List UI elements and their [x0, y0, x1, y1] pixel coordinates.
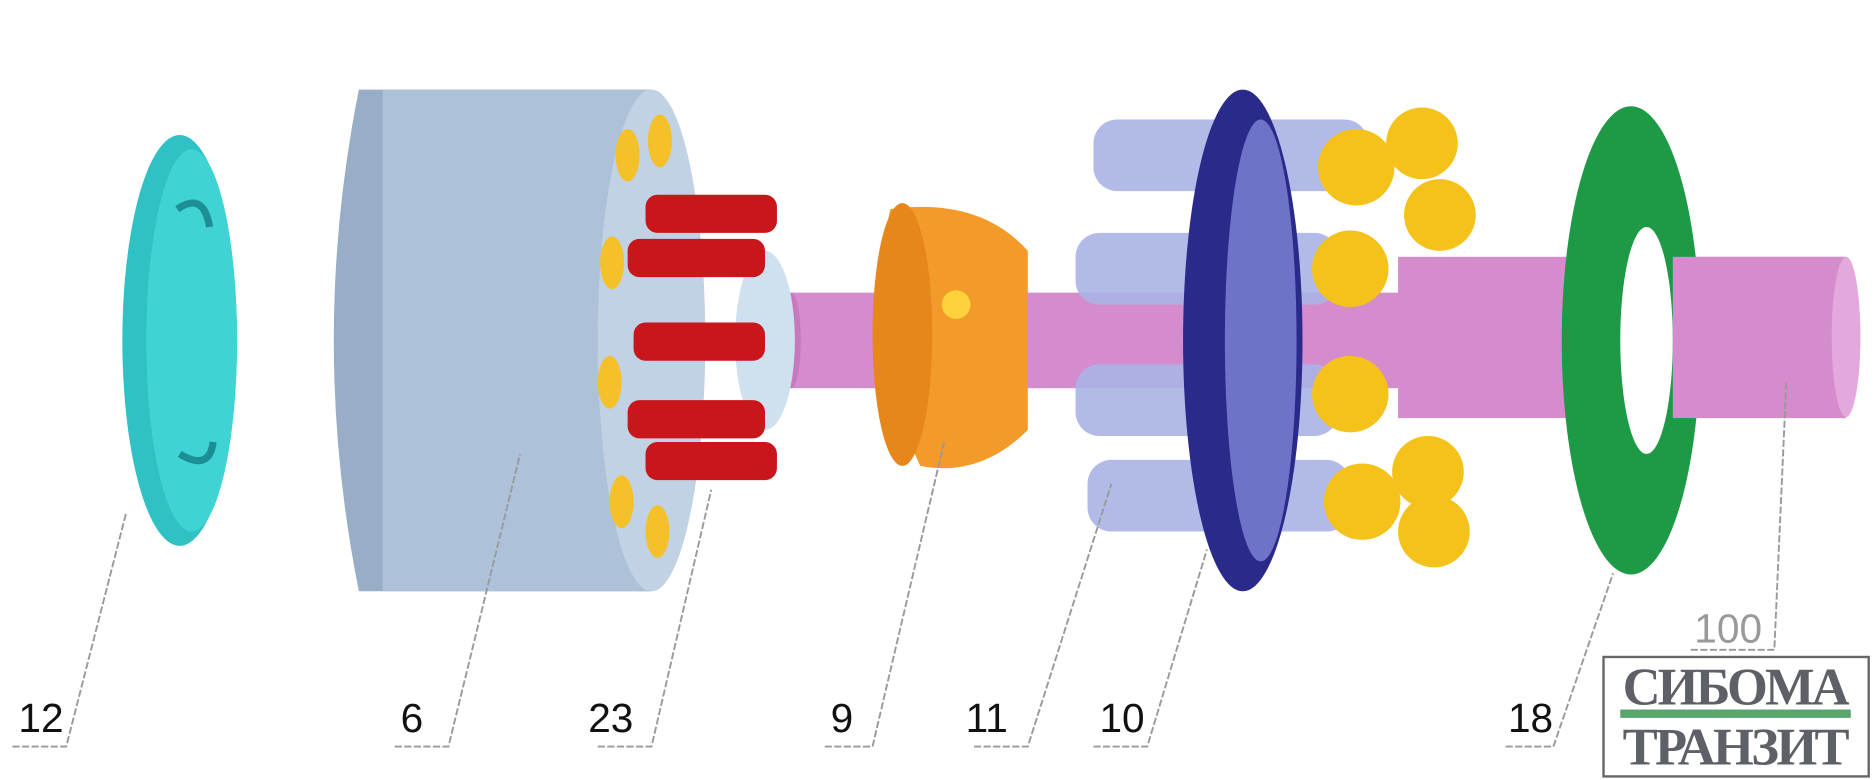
- slippers: [1312, 107, 1476, 568]
- ball-guide-9: [872, 203, 1028, 469]
- valve-plate-12: [122, 134, 238, 546]
- label-23: 23: [588, 695, 633, 741]
- logo-accent-bar: [1620, 709, 1851, 718]
- shaft-end: [1672, 256, 1847, 419]
- springs-23: [627, 194, 777, 481]
- sibomatranzit-logo: СИБОМА ТРАНЗИТ: [1602, 655, 1870, 778]
- logo-line2: ТРАНЗИТ: [1623, 718, 1850, 776]
- ring-18: [1561, 106, 1701, 575]
- label-6: 6: [401, 695, 424, 741]
- label-100: 100: [1694, 606, 1762, 652]
- label-9: 9: [831, 695, 854, 741]
- leader-lines: [12, 382, 1788, 748]
- shaft-end-face: [1831, 256, 1861, 417]
- retainer-plate-10: [1183, 89, 1303, 592]
- label-11: 11: [966, 695, 1008, 741]
- label-18: 18: [1508, 695, 1553, 741]
- logo-line1: СИБОМА: [1623, 659, 1850, 717]
- label-10: 10: [1099, 695, 1144, 741]
- label-12: 12: [18, 695, 63, 741]
